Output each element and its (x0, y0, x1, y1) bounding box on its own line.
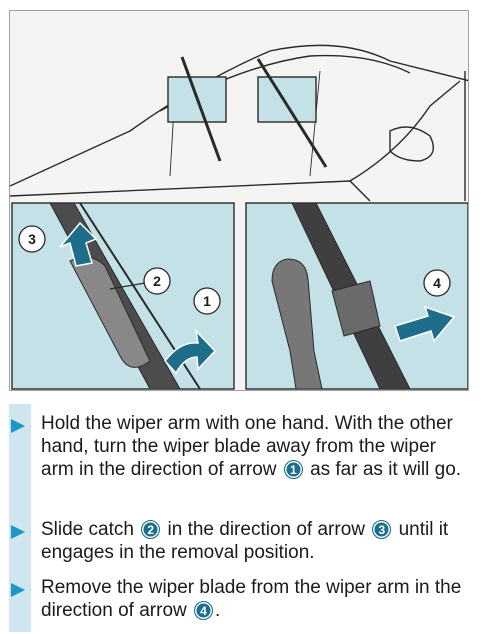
illustration-svg: 3 2 1 4 (10, 44, 468, 390)
step-2-text-a: Slide catch (41, 519, 134, 540)
svg-text:2: 2 (153, 273, 161, 289)
step-3-text-b: . (215, 600, 221, 621)
triangle-right-icon (11, 419, 25, 433)
step-2-text: Slide catch 2 in the direction of arrow … (41, 518, 473, 564)
detail-panel-right (245, 202, 468, 390)
arrow-1-badge: 1 (283, 460, 303, 479)
step-1-text: Hold the wiper arm with one hand. With t… (41, 412, 473, 481)
callout-2: 2 (143, 267, 171, 295)
arrow-4-badge: 4 (194, 601, 214, 620)
wiper-arms-top (180, 56, 328, 168)
step-2-text-b: in the direction of arrow (167, 519, 366, 540)
wiper-illustration: 3 2 1 4 (9, 10, 469, 391)
step-3-text: Remove the wiper blade from the wiper ar… (41, 576, 473, 622)
triangle-right-icon (11, 525, 25, 539)
step-3-text-a: Remove the wiper blade from the wiper ar… (41, 577, 462, 621)
svg-text:1: 1 (203, 293, 211, 309)
callout-4: 4 (423, 269, 451, 297)
catch-2-badge: 2 (141, 520, 161, 539)
step-2-text-c: until it engages in the removal position… (41, 519, 449, 563)
svg-text:3: 3 (28, 231, 36, 247)
steps-side-bar (9, 404, 31, 632)
callout-3: 3 (18, 225, 46, 253)
arrow-3-badge: 3 (372, 520, 392, 539)
svg-text:4: 4 (433, 275, 441, 291)
callout-1: 1 (193, 287, 221, 315)
triangle-right-icon (11, 583, 25, 597)
car-scene (10, 44, 468, 202)
step-1-text-b: as far as it will go. (310, 459, 462, 480)
instruction-steps: Hold the wiper arm with one hand. With t… (9, 404, 479, 632)
step-1-text-a: Hold the wiper arm with one hand. With t… (41, 413, 453, 480)
highlight-right (257, 76, 317, 123)
